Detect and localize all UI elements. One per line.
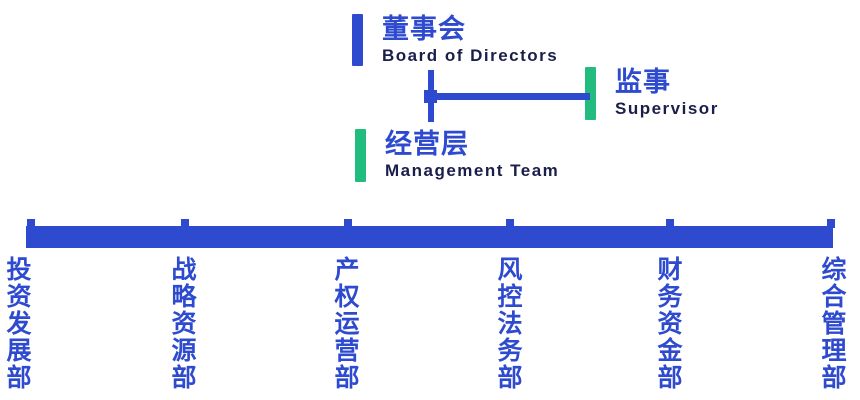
- dept-label-finance-funds[interactable]: 财务资金部: [654, 256, 682, 391]
- accent-bar-icon: [352, 14, 363, 66]
- dept-label-property-operations[interactable]: 产权运营部: [331, 256, 359, 391]
- bus-tick-strategic-resources: [181, 219, 189, 228]
- node-supervisor[interactable]: 监事 Supervisor: [585, 67, 719, 120]
- bus-tick-property-operations: [344, 219, 352, 228]
- connector-horizontal-to-supervisor: [424, 93, 590, 100]
- node-supervisor-texts: 监事 Supervisor: [615, 67, 719, 120]
- connector-junction-node: [424, 90, 437, 103]
- department-bus-bar: [26, 226, 833, 248]
- bus-tick-risk-legal: [506, 219, 514, 228]
- dept-label-investment-development[interactable]: 投资发展部: [3, 256, 31, 391]
- bus-tick-general-management: [827, 219, 835, 228]
- node-board-of-directors-title-en: Board of Directors: [382, 46, 559, 65]
- dept-label-general-management[interactable]: 综合管理部: [818, 256, 846, 391]
- node-management-team-texts: 经营层 Management Team: [385, 129, 559, 182]
- node-supervisor-title-cn: 监事: [615, 67, 671, 97]
- node-board-of-directors-title-cn: 董事会: [382, 14, 466, 44]
- node-board-of-directors[interactable]: 董事会 Board of Directors: [352, 14, 558, 67]
- node-board-of-directors-texts: 董事会 Board of Directors: [382, 14, 558, 67]
- accent-bar-icon: [355, 129, 366, 182]
- bus-tick-finance-funds: [666, 219, 674, 228]
- node-supervisor-title-en: Supervisor: [615, 99, 719, 118]
- node-management-team[interactable]: 经营层 Management Team: [355, 129, 559, 182]
- dept-label-strategic-resources[interactable]: 战略资源部: [168, 256, 196, 391]
- dept-label-risk-legal[interactable]: 风控法务部: [494, 256, 522, 391]
- node-management-team-title-en: Management Team: [385, 161, 560, 180]
- accent-bar-icon: [585, 67, 596, 120]
- node-management-team-title-cn: 经营层: [385, 129, 469, 159]
- bus-tick-investment-development: [27, 219, 35, 228]
